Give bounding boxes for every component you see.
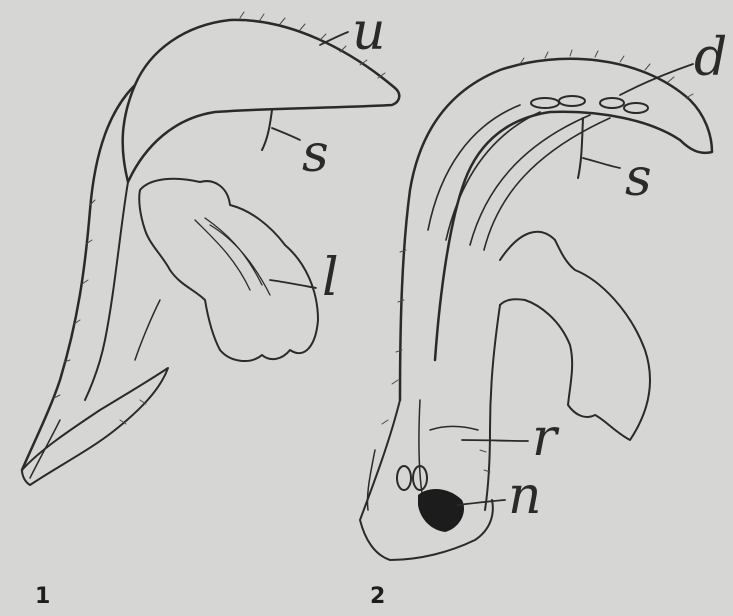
fig2-label-r: r [532,412,557,464]
fig2-tube-inner [485,305,500,510]
fig2-ring [430,426,478,430]
fig1-lip-vein-2 [205,218,262,285]
fig1-tube-right-edge [85,182,128,400]
fig1-stigma [262,110,272,150]
fig2-filament-1 [428,105,520,230]
fig1-label-u: u [352,6,386,58]
fig1-hairs [54,12,385,424]
fig2-filament-3 [470,115,590,245]
figure-2-number: 2 [370,586,385,608]
fig1-lip-vein-3 [210,225,270,295]
fig2-label-n: n [508,470,542,522]
fig2-lower-lip [500,232,650,440]
fig2-stigma [578,118,583,178]
fig2-anthers [531,96,648,113]
figure-1-number: 1 [35,586,50,608]
fig1-lower-lip [139,179,318,361]
fig2-label-s: s [625,152,652,204]
fig2-label-d: d [694,32,727,84]
fig2-nectary [418,489,464,532]
fig2-upper-lip-outer [400,59,712,400]
fig1-stem [135,300,160,360]
fig1-calyx [22,368,168,485]
fig1-lip-vein-1 [195,220,250,290]
fig1-label-s: s [302,128,329,180]
fig2-ovary [397,466,427,490]
fig1-label-l: l [322,252,339,304]
fig1-tube-left-edge [22,85,135,470]
fig2-filament-2 [446,112,540,240]
figure-1-drawing [22,12,399,485]
